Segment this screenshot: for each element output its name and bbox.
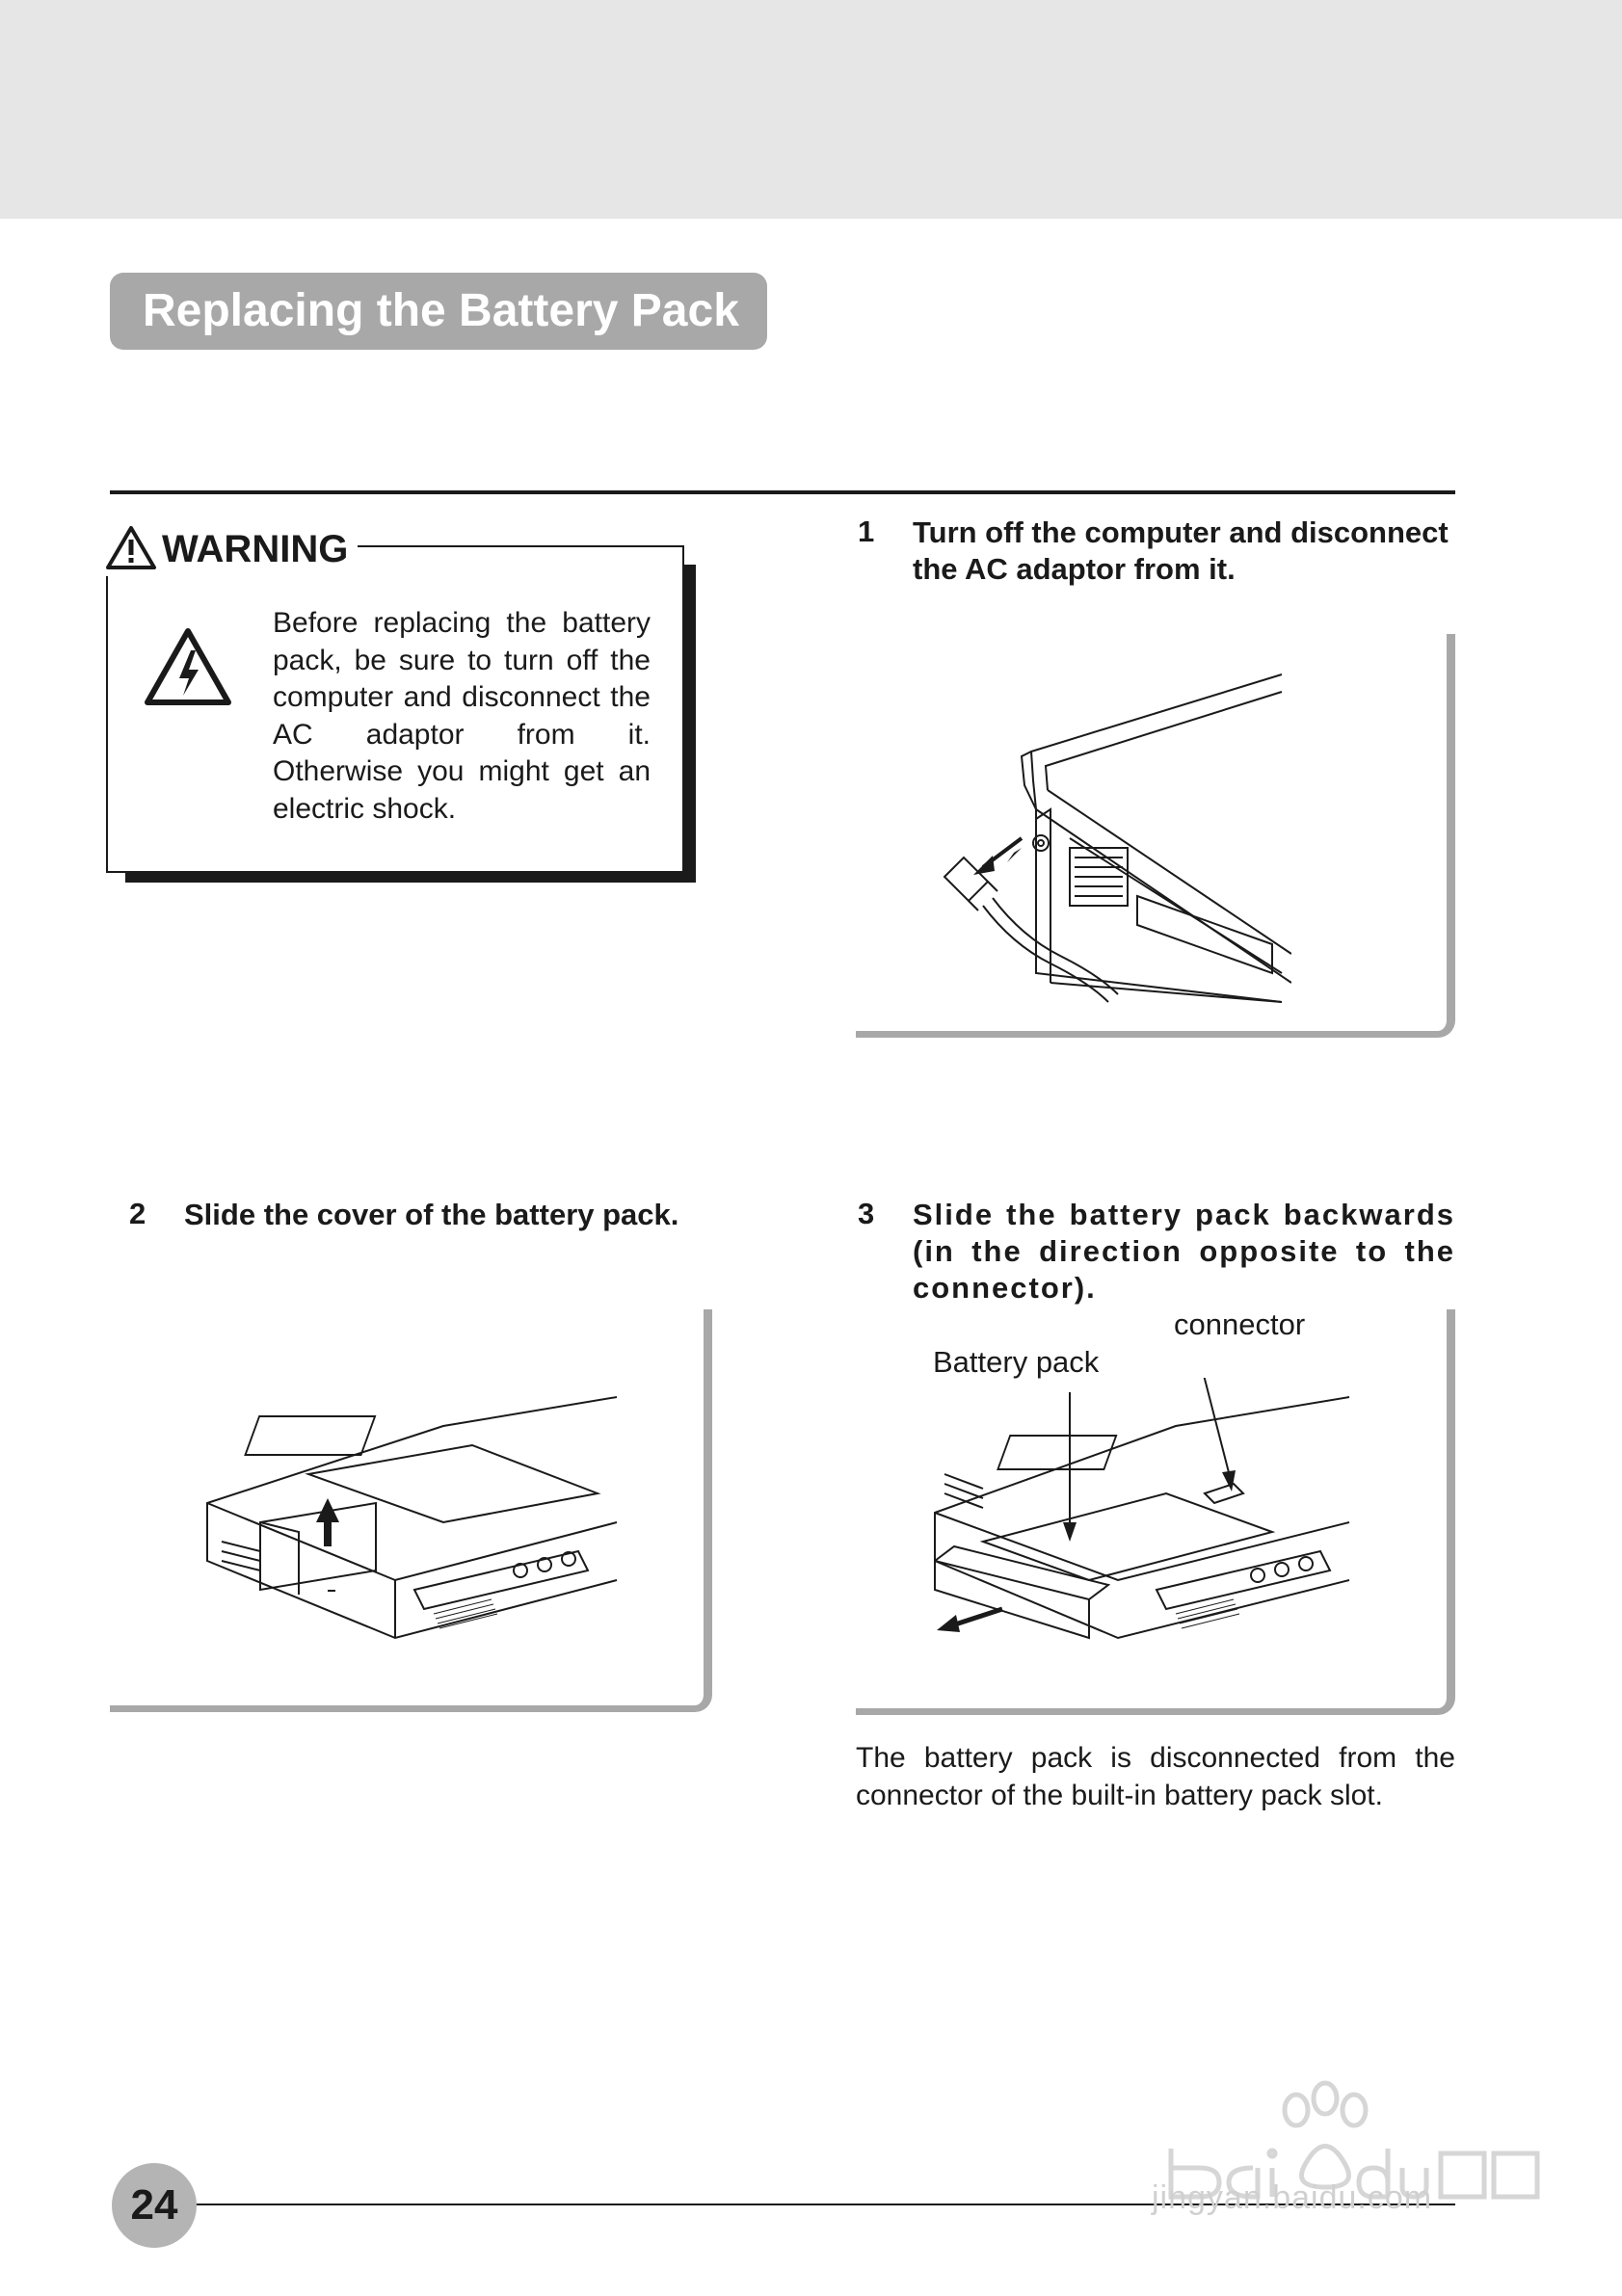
step-2-number: 2 [129,1197,146,1230]
warning-label: WARNING [162,527,349,570]
warning-header: WARNING [106,522,359,576]
step-1-text: Turn off the computer and disconnect the… [913,515,1449,586]
warning-text: Before replacing the battery pack, be su… [273,607,651,825]
footer-rule [197,2204,1455,2205]
step-1-figure-frame [856,634,1455,1038]
baidu-watermark-logo [1168,2080,1540,2200]
battery-pack-callout: Battery pack [933,1345,1100,1379]
step-1-number: 1 [858,515,875,548]
step-3-figure-frame [856,1309,1455,1715]
step-3-number: 3 [858,1197,875,1230]
connector-callout: connector [1174,1307,1306,1341]
section-rule [110,490,1455,494]
warning-box [106,545,684,873]
top-band [0,0,1622,219]
electric-shock-icon [143,626,233,712]
warning-triangle-icon [106,524,156,575]
step-2-text: Slide the cover of the battery pack. [184,1198,679,1231]
section-title: Replacing the Battery Pack [110,273,767,350]
battery-removal-illustration [934,1378,1350,1640]
ac-adaptor-illustration [943,673,1291,1003]
battery-cover-illustration [206,1396,618,1640]
page-number: 24 [112,2163,197,2248]
step-3-note: The battery pack is disconnected from th… [856,1742,1455,1811]
step-3-text: Slide the battery pack backwards (in the… [913,1198,1455,1305]
watermark-text: jingyan.baidu.com [1152,2179,1433,2216]
step-2-figure-frame [110,1309,712,1712]
